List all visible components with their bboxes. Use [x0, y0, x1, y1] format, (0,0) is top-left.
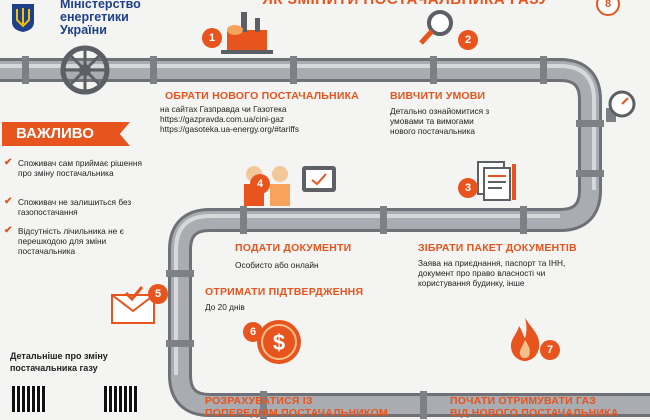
- pressure-gauge-icon: [606, 90, 636, 122]
- important-item-text: Споживач не залишиться без газопостачанн…: [18, 197, 132, 217]
- step-link[interactable]: https://gasoteka.ua-energy.org/#tariffs: [160, 124, 299, 134]
- more-info-line: Детальніше про зміну: [10, 351, 108, 361]
- step-title-line: ПОПЕРЕДНІМ ПОСТАЧАЛЬНИКОМ: [205, 407, 388, 419]
- step-text-line: умовами та вимогами: [390, 116, 474, 126]
- step-text-line: документ про право власності чи: [418, 268, 546, 278]
- check-icon: ✔: [4, 196, 13, 207]
- step-title-line: ПОЧАТИ ОТРИМУВАТИ ГАЗ: [450, 395, 597, 407]
- step-title: ПОЧАТИ ОТРИМУВАТИ ГАЗ ВІД НОВОГО ПОСТАЧА…: [450, 395, 619, 419]
- envelope-check-icon: [111, 286, 155, 324]
- flame-icon: [511, 318, 540, 361]
- ministry-line: енергетики: [60, 10, 129, 24]
- step-text-line: Особисто або онлайн: [235, 260, 319, 270]
- documents-icon: [477, 161, 516, 201]
- step-text-line: нового постачальника: [390, 126, 476, 136]
- step-title: РОЗРАХУВАТИСЯ ІЗ ПОПЕРЕДНІМ ПОСТАЧАЛЬНИК…: [205, 395, 388, 419]
- step-text-line: Заява на приєднання, паспорт та ІНН,: [418, 258, 566, 268]
- step-badge: 7: [540, 340, 560, 360]
- important-item: ✔ Споживач не залишиться без газопостача…: [4, 196, 154, 218]
- more-info-line: постачальника газу: [10, 363, 98, 373]
- step-text: Детально ознайомитися з умовами та вимог…: [390, 106, 489, 136]
- step-link[interactable]: https://gazpravda.com.ua/cini-gaz: [160, 114, 285, 124]
- title-badge: 8: [596, 0, 620, 16]
- important-label: ВАЖЛИВО: [2, 122, 130, 146]
- step-text-line: користування будинку, інше: [418, 278, 525, 288]
- ministry-line: України: [60, 23, 107, 37]
- step-title: ЗІБРАТИ ПАКЕТ ДОКУМЕНТІВ: [418, 242, 577, 254]
- step-text: на сайтах Газправда чи Газотека https://…: [160, 104, 299, 134]
- step-badge: 5: [148, 284, 168, 304]
- step-text-line: До 20 днів: [205, 302, 245, 312]
- step-title-line: РОЗРАХУВАТИСЯ ІЗ: [205, 395, 313, 407]
- important-item-text: Відсутність лічильника не є перешкодою д…: [18, 226, 124, 256]
- important-item-text: Споживач сам приймає рішення про зміну п…: [18, 158, 142, 178]
- people-icon: [244, 166, 336, 206]
- step-badge: 1: [202, 28, 222, 48]
- step-title: ПОДАТИ ДОКУМЕНТИ: [235, 242, 352, 254]
- step-badge: 3: [458, 178, 478, 198]
- check-icon: ✔: [4, 157, 13, 168]
- step-badge: 4: [250, 174, 270, 194]
- gas-plant-icon: [221, 12, 273, 54]
- step-text: Заява на приєднання, паспорт та ІНН, док…: [418, 258, 565, 288]
- qr-code[interactable]: [104, 386, 138, 412]
- svg-text:$: $: [273, 330, 285, 355]
- dollar-coin-icon: $: [257, 320, 301, 364]
- important-item: ✔ Відсутність лічильника не є перешкодою…: [4, 225, 154, 257]
- step-badge: 2: [458, 30, 478, 50]
- step-title: ОБРАТИ НОВОГО ПОСТАЧАЛЬНИКА: [165, 90, 359, 102]
- check-icon: ✔: [4, 225, 13, 236]
- step-title: ВИВЧИТИ УМОВИ: [390, 90, 486, 102]
- trident-coat-of-arms-icon: [12, 4, 34, 32]
- step-text-line: Детально ознайомитися з: [390, 106, 490, 116]
- ministry-line: Міністерство: [60, 0, 141, 11]
- step-title: ОТРИМАТИ ПІДТВЕРДЖЕННЯ: [205, 286, 364, 298]
- step-badge: 6: [243, 322, 263, 342]
- valve-wheel-icon: [60, 45, 110, 95]
- qr-code[interactable]: [12, 386, 46, 412]
- more-info-text: Детальніше про зміну постачальника газу: [10, 350, 108, 374]
- ministry-name: Міністерство енергетики України: [60, 0, 141, 37]
- page-title: ЯК ЗМІНИТИ ПОСТАЧАЛЬНИКА ГАЗУ: [262, 0, 548, 8]
- step-title-line: ВІД НОВОГО ПОСТАЧАЛЬНИКА: [450, 407, 619, 419]
- important-item: ✔ Споживач сам приймає рішення про зміну…: [4, 157, 154, 179]
- magnifier-icon: [419, 10, 453, 45]
- step-text-line: на сайтах Газправда чи Газотека: [160, 104, 287, 114]
